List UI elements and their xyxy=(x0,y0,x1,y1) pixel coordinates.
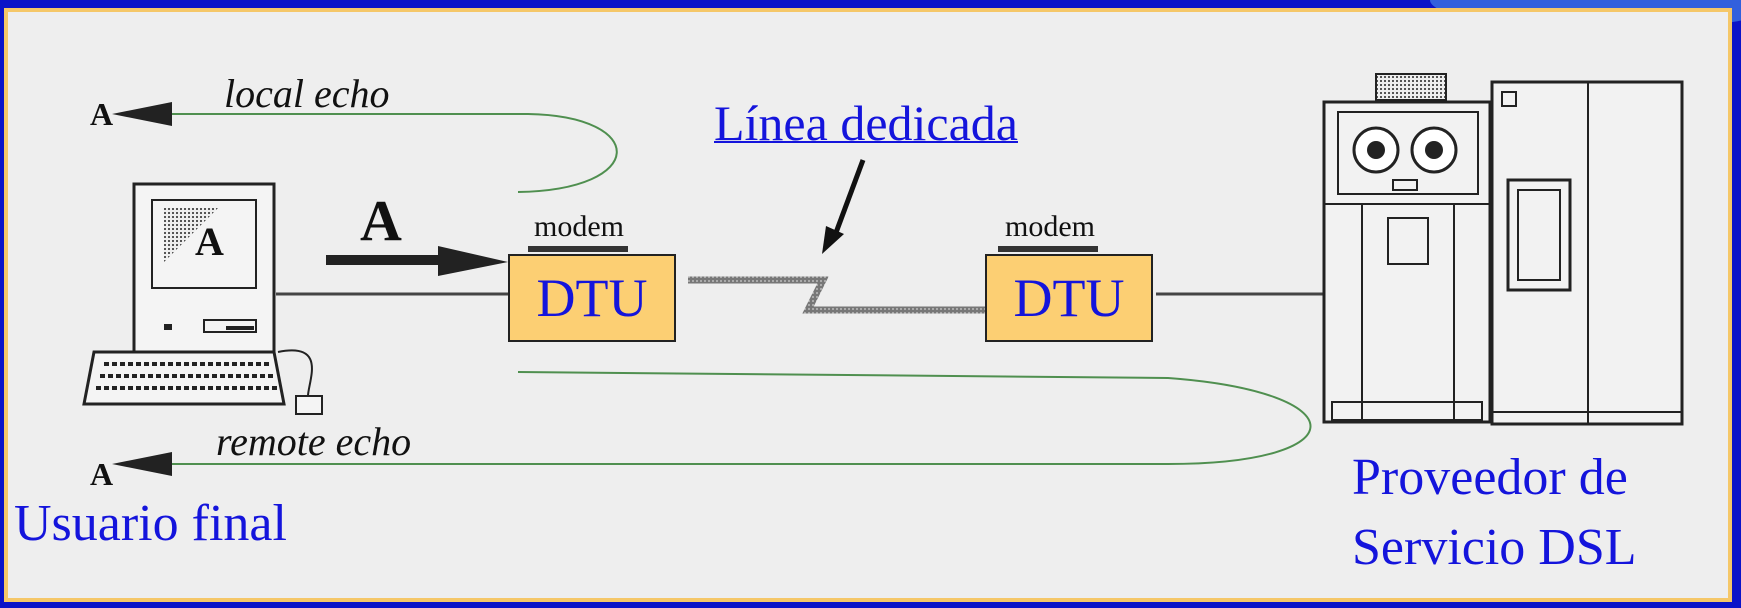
provider-label-line2: Servicio DSL xyxy=(1352,519,1637,576)
local-echo-label: local echo xyxy=(224,71,390,116)
server-cabinet-icon xyxy=(1322,73,1684,426)
dtu-box-left: DTU xyxy=(508,254,676,342)
diagram-drawing xyxy=(82,73,1684,476)
modem-label-left: modem xyxy=(534,210,624,243)
arrow-icon xyxy=(326,246,508,276)
local-echo-path xyxy=(112,102,618,193)
diagram-panel: A local echo A A Línea dedicada modem mo… xyxy=(4,8,1732,602)
typed-char: A xyxy=(360,188,402,253)
modem-label-right: modem xyxy=(1005,210,1095,243)
remote-echo-char: A xyxy=(90,456,114,492)
modem-pad-right xyxy=(998,246,1098,252)
dedicated-line-title[interactable]: Línea dedicada xyxy=(714,95,1018,151)
end-user-label: Usuario final xyxy=(14,495,287,552)
remote-echo-path xyxy=(112,371,1312,476)
modem-pad-left xyxy=(528,246,628,252)
computer-icon xyxy=(82,182,323,415)
dedicated-line xyxy=(688,276,988,314)
screen-char: A xyxy=(195,219,224,264)
remote-echo-label: remote echo xyxy=(216,419,412,464)
line-pointer-arrow xyxy=(822,159,866,254)
local-echo-char: A xyxy=(90,96,114,132)
provider-label-line1: Proveedor de xyxy=(1352,449,1628,506)
dtu-box-right: DTU xyxy=(985,254,1153,342)
